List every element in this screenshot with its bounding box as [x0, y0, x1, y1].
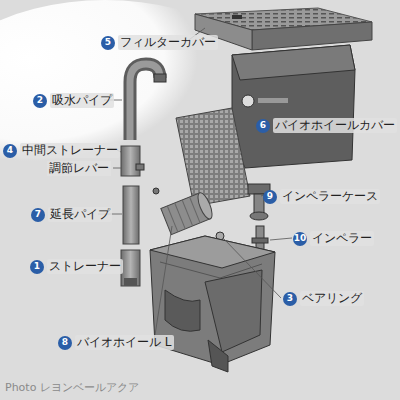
part-name: ストレーナー — [47, 259, 123, 274]
callout: 3ベアリング — [283, 291, 364, 306]
callout-number: 9 — [263, 190, 277, 204]
intake-pipe — [130, 64, 166, 140]
part-name: バイオホイールカバー — [273, 118, 397, 133]
callout: 9インペラーケース — [263, 189, 380, 204]
callout-number: 5 — [101, 36, 115, 50]
callout-number: 10 — [293, 232, 307, 246]
watermark: Photo レヨンベールアクア — [3, 380, 141, 395]
callout: 5フィルターカバー — [101, 35, 218, 50]
callout-number: 8 — [58, 336, 72, 350]
part-label: 調節レバー — [47, 161, 111, 176]
part-name: 吸水パイプ — [50, 93, 114, 108]
callout-number: 3 — [283, 292, 297, 306]
biowheel-cover — [232, 45, 355, 168]
part-name: インペラー — [310, 231, 374, 246]
part-name: 延長パイプ — [48, 207, 112, 222]
filter-body — [150, 236, 275, 372]
strainer — [121, 250, 140, 286]
callout: 10インペラー — [293, 231, 374, 246]
callout-number: 7 — [31, 208, 45, 222]
part-name: バイオホイール L — [75, 335, 174, 350]
callout: 7延長パイプ — [31, 207, 112, 222]
part-name: ベアリング — [300, 291, 364, 306]
part-name: 中間ストレーナー — [20, 143, 120, 158]
part-name: インペラーケース — [280, 189, 380, 204]
leader-lines — [98, 28, 292, 335]
biowheel — [161, 191, 215, 235]
callout-number: 1 — [30, 260, 44, 274]
adjust-lever — [136, 164, 144, 170]
callout: 6バイオホイールカバー — [256, 118, 397, 133]
callout: 8バイオホイール L — [58, 335, 174, 350]
callout-number: 4 — [3, 144, 17, 158]
part-name: フィルターカバー — [118, 35, 218, 50]
filter-cover — [195, 8, 372, 50]
filter-panel — [176, 108, 250, 206]
callout-number: 2 — [33, 94, 47, 108]
extension-pipe — [123, 186, 139, 244]
callout: 2吸水パイプ — [33, 93, 114, 108]
middle-strainer — [121, 146, 140, 176]
callout-number: 6 — [256, 119, 270, 133]
screw — [153, 188, 159, 194]
callout: 4中間ストレーナー — [3, 143, 120, 158]
callout: 1ストレーナー — [30, 259, 123, 274]
